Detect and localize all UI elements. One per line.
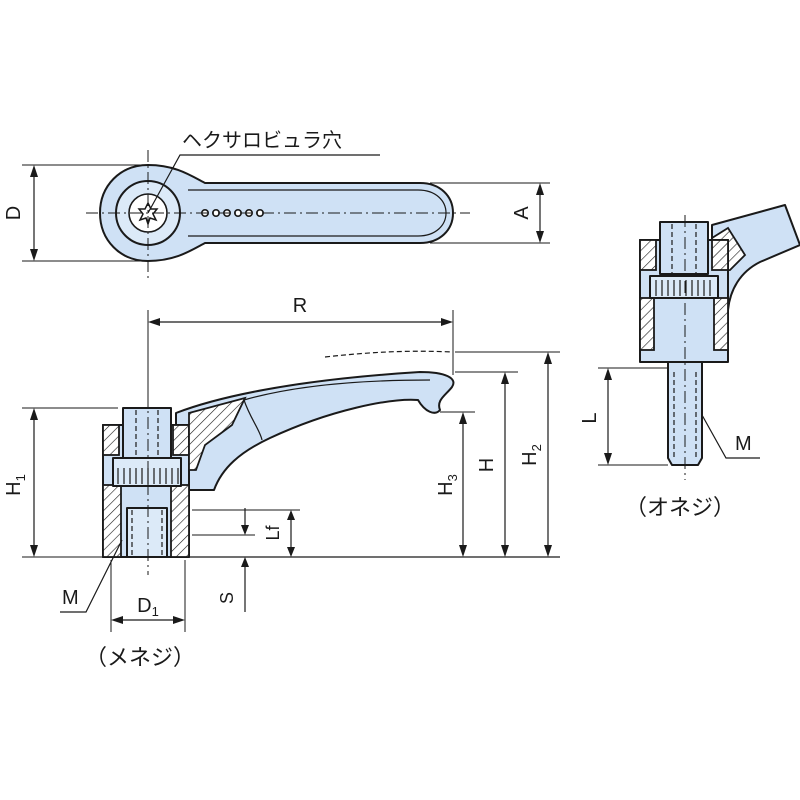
dim-L-label: L [579,412,601,423]
dim-A-label: A [511,206,533,220]
svg-text:H3: H3 [435,474,460,496]
dim-D1-subscript: 1 [152,604,159,619]
lever-top-outline [99,164,454,262]
male-M-label: M [735,433,752,455]
dim-H3-label: H [435,481,457,495]
dim-H-label: H [476,458,498,472]
dim-D1-label: D [137,595,151,617]
svg-text:D1: D1 [137,595,159,619]
dim-H2-subscript: 2 [529,444,544,451]
dim-Lf-label: Lf [263,524,283,540]
dim-H3-subscript: 3 [445,474,460,481]
detail-serration-ring [649,275,719,299]
female-thread-caption: （メネジ） [85,646,195,671]
dim-D-label: D [3,206,25,220]
svg-text:H2: H2 [519,444,544,466]
lever-arm [175,371,455,491]
dim-H1-label: H [3,481,25,495]
male-thread-caption: （オネジ） [625,496,735,521]
top-view: D A ヘクサロビュラ穴 [3,128,550,278]
side-view: R H1 H3 H [3,295,560,671]
male-thread-view: L M （オネジ） [579,204,800,521]
dim-H2-label: H [519,451,541,465]
serration-ring [112,457,182,487]
dim-H1-subscript: 1 [13,474,28,481]
screw-head [122,407,172,459]
thread-bore [126,507,168,558]
dim-R-label: R [293,295,307,317]
detail-screw-head [659,221,709,275]
dim-S-label: S [217,592,237,604]
lever-arm-inner [243,379,431,401]
serration-teeth [117,468,179,484]
female-M-label: M [62,587,79,609]
detail-serration-teeth [655,280,711,296]
hex-socket-callout: ヘクサロビュラ穴 [182,128,342,152]
svg-text:H1: H1 [3,474,28,496]
